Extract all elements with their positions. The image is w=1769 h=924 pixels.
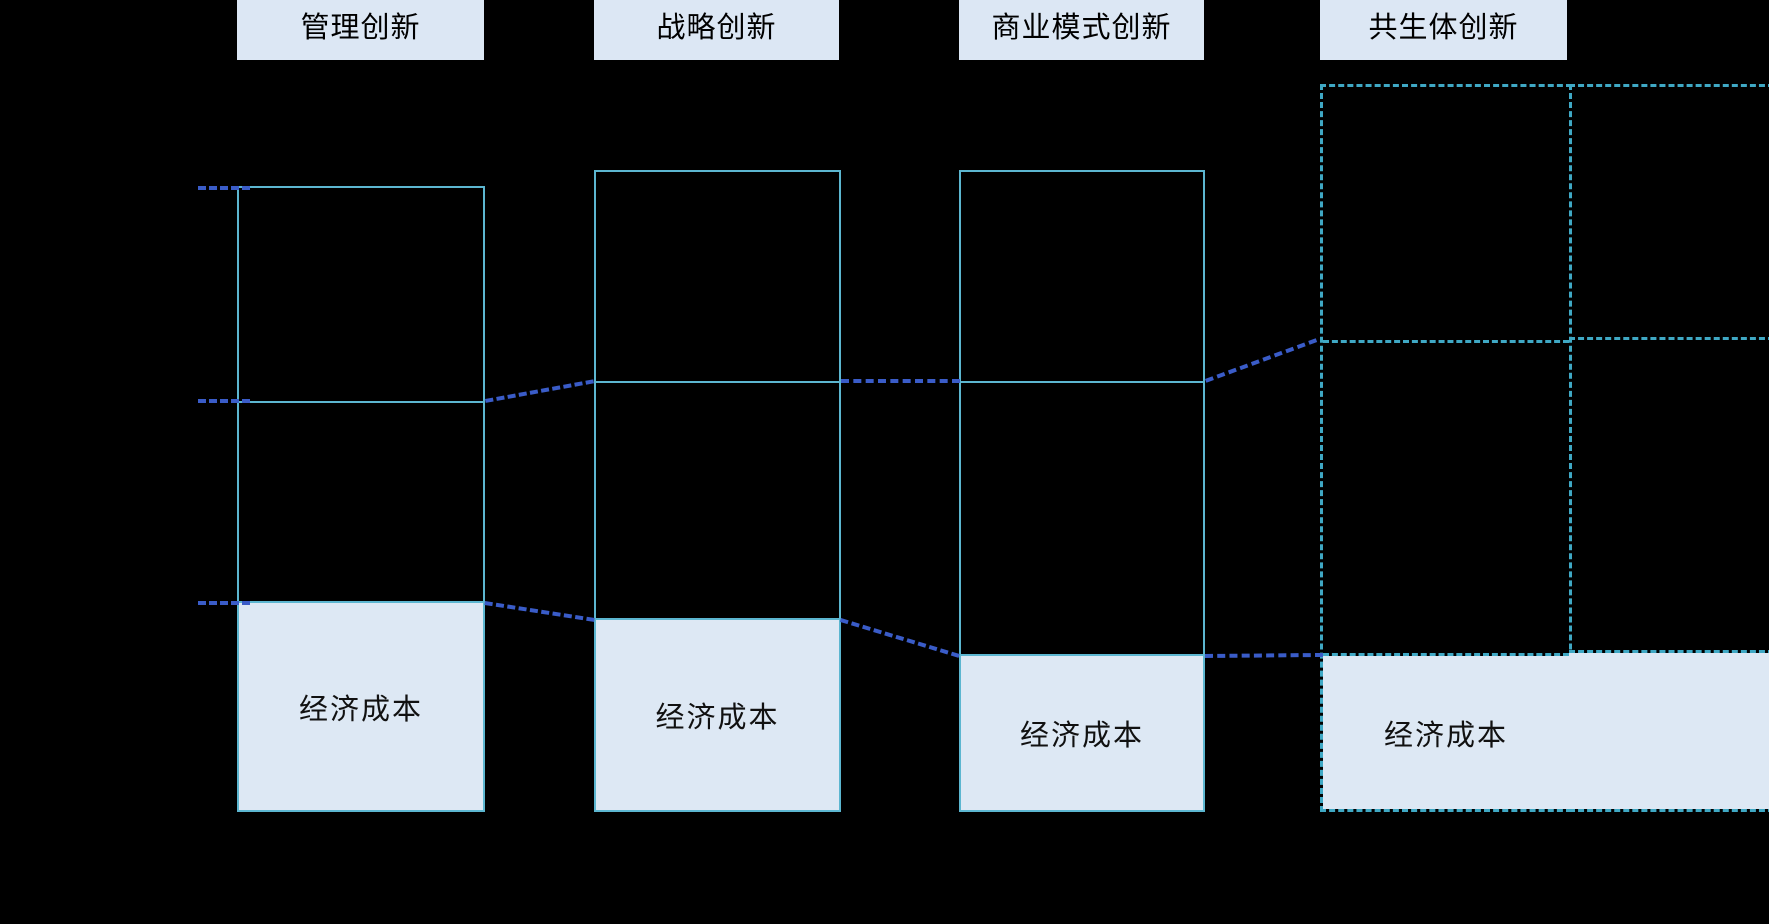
segment-cost-label: 经济成本 bbox=[1383, 719, 1508, 752]
segment-cost-label: 经济成本 bbox=[298, 693, 423, 726]
column-stack-business-model-innovation: 经济成本 bbox=[959, 170, 1205, 812]
connector-lower-c3-c4 bbox=[1205, 652, 1324, 658]
segment-divider-lower-business-model-innovation bbox=[961, 654, 1203, 656]
segment-cost-management-innovation: 经济成本 bbox=[239, 603, 483, 810]
connector-lower-c2-c3 bbox=[839, 618, 960, 658]
segment-divider-lower-strategy-innovation bbox=[596, 618, 839, 620]
segment-middle-management-innovation bbox=[239, 403, 483, 601]
segment-cost-label: 经济成本 bbox=[1019, 720, 1144, 752]
segment-divider-upper-business-model-innovation bbox=[961, 381, 1203, 383]
connector-upper-c1-c2 bbox=[485, 379, 594, 403]
segment-cost-symbiont-innovation: 经济成本 bbox=[1323, 656, 1569, 809]
segment-divider-lower-management-innovation bbox=[239, 601, 483, 603]
column-stack-strategy-innovation: 经济成本 bbox=[594, 170, 841, 812]
reference-tick-bottom bbox=[198, 601, 250, 605]
segment-divider-lower-symbiont-innovation bbox=[1323, 653, 1569, 656]
segment-upper-management-innovation bbox=[239, 188, 483, 401]
symbiont-overflow-cost-fill bbox=[1569, 653, 1769, 809]
segment-divider-upper-management-innovation bbox=[239, 401, 483, 403]
segment-upper-symbiont-innovation bbox=[1323, 87, 1569, 340]
segment-upper-business-model-innovation bbox=[961, 172, 1203, 381]
segment-divider-upper-strategy-innovation bbox=[596, 381, 839, 383]
column-header-label: 商业模式创新 bbox=[991, 11, 1172, 44]
connector-upper-c2-c3 bbox=[841, 379, 960, 383]
column-header-management-innovation: 管理创新 bbox=[237, 0, 484, 60]
column-header-business-model-innovation: 商业模式创新 bbox=[959, 0, 1204, 60]
symbiont-overflow-divider-upper bbox=[1569, 337, 1769, 340]
column-stack-management-innovation: 经济成本 bbox=[237, 186, 485, 812]
symbiont-overflow-band bbox=[1569, 84, 1769, 812]
segment-middle-business-model-innovation bbox=[961, 383, 1203, 654]
column-stack-symbiont-innovation: 经济成本 bbox=[1320, 84, 1572, 812]
column-header-label: 战略创新 bbox=[656, 11, 777, 44]
symbiont-overflow-divider-lower bbox=[1569, 650, 1769, 653]
connector-lower-c1-c2 bbox=[484, 601, 595, 622]
segment-middle-symbiont-innovation bbox=[1323, 343, 1569, 653]
column-header-label: 共生体创新 bbox=[1368, 11, 1519, 44]
reference-tick-middle bbox=[198, 399, 250, 403]
reference-tick-top bbox=[198, 186, 250, 190]
connector-upper-c3-c4 bbox=[1205, 338, 1318, 383]
segment-divider-upper-symbiont-innovation bbox=[1323, 340, 1569, 343]
column-header-label: 管理创新 bbox=[300, 11, 421, 44]
segment-middle-strategy-innovation bbox=[596, 383, 839, 618]
segment-cost-business-model-innovation: 经济成本 bbox=[961, 656, 1203, 810]
column-header-strategy-innovation: 战略创新 bbox=[594, 0, 839, 60]
segment-cost-label: 经济成本 bbox=[655, 702, 780, 734]
segment-upper-strategy-innovation bbox=[596, 172, 839, 381]
segment-cost-strategy-innovation: 经济成本 bbox=[596, 620, 839, 810]
column-header-symbiont-innovation: 共生体创新 bbox=[1320, 0, 1567, 60]
